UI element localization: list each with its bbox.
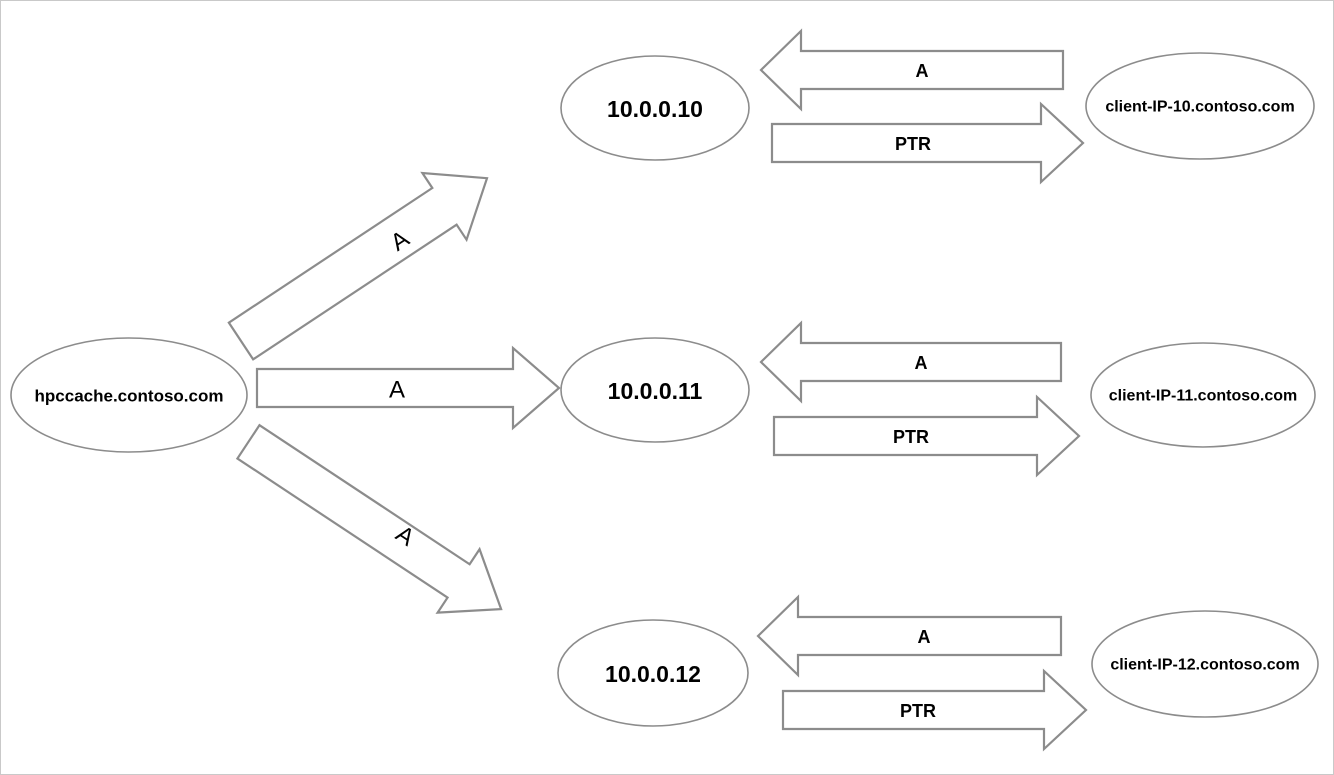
- node-10.0.0.12[interactable]: 10.0.0.12: [557, 619, 749, 727]
- arrow-client-11-to-ip-a-label: A: [915, 353, 928, 373]
- arrow-client-10-to-ip-a-label: A: [916, 61, 929, 81]
- arrow-ip-12-to-client-ptr-shape: [781, 668, 1088, 752]
- node-client-IP-12-ellipse: [1091, 610, 1319, 718]
- node-client-IP-12[interactable]: client-IP-12.contoso.com: [1091, 610, 1319, 718]
- node-hpccache-ellipse: [10, 337, 248, 453]
- node-hpccache[interactable]: hpccache.contoso.com: [10, 337, 248, 453]
- arrow-client-12-to-ip-a[interactable]: A: [756, 594, 1063, 678]
- arrow-ip-10-to-client-ptr-label: PTR: [895, 134, 931, 154]
- node-client-IP-10-label: client-IP-10.contoso.com: [1105, 99, 1294, 116]
- arrow-ip-12-to-client-ptr-label: PTR: [900, 701, 936, 721]
- node-client-IP-11-label: client-IP-11.contoso.com: [1109, 388, 1297, 405]
- node-client-IP-11[interactable]: client-IP-11.contoso.com: [1090, 342, 1316, 448]
- arrow-client-11-to-ip-a[interactable]: A: [759, 320, 1063, 404]
- arrow-client-10-to-ip-a-shape: [759, 28, 1065, 112]
- arrow-client-12-to-ip-a-label: A: [918, 627, 931, 647]
- node-hpccache-label: hpccache.contoso.com: [35, 387, 224, 406]
- arrow-source-to-10.0.0.10-shape: [227, 171, 489, 361]
- arrow-source-to-10.0.0.12-shape: [235, 423, 503, 614]
- arrow-source-to-10.0.0.12[interactable]: A: [227, 410, 522, 641]
- arrow-source-to-10.0.0.10[interactable]: A: [219, 145, 509, 375]
- arrow-source-to-10.0.0.11[interactable]: A: [255, 345, 561, 431]
- node-10.0.0.12-label: 10.0.0.12: [605, 661, 701, 687]
- arrow-ip-11-to-client-ptr-shape: [772, 394, 1081, 478]
- node-10.0.0.10-label: 10.0.0.10: [607, 96, 703, 122]
- node-client-IP-10-ellipse: [1085, 52, 1315, 160]
- node-10.0.0.10[interactable]: 10.0.0.10: [560, 55, 750, 161]
- arrow-source-to-10.0.0.11-shape: [255, 345, 561, 431]
- arrow-ip-10-to-client-ptr-shape: [770, 101, 1085, 185]
- node-10.0.0.10-ellipse: [560, 55, 750, 161]
- arrow-ip-11-to-client-ptr[interactable]: PTR: [772, 394, 1081, 478]
- node-client-IP-11-ellipse: [1090, 342, 1316, 448]
- arrow-client-11-to-ip-a-shape: [759, 320, 1063, 404]
- arrow-client-12-to-ip-a-shape: [756, 594, 1063, 678]
- arrow-client-10-to-ip-a[interactable]: A: [759, 28, 1065, 112]
- node-10.0.0.11[interactable]: 10.0.0.11: [560, 337, 750, 443]
- arrow-ip-11-to-client-ptr-label: PTR: [893, 427, 929, 447]
- arrow-ip-12-to-client-ptr[interactable]: PTR: [781, 668, 1088, 752]
- node-10.0.0.11-label: 10.0.0.11: [608, 378, 703, 404]
- arrow-ip-10-to-client-ptr[interactable]: PTR: [770, 101, 1085, 185]
- node-10.0.0.12-ellipse: [557, 619, 749, 727]
- arrow-source-to-10.0.0.11-label: A: [389, 377, 405, 404]
- node-client-IP-10[interactable]: client-IP-10.contoso.com: [1085, 52, 1315, 160]
- node-client-IP-12-label: client-IP-12.contoso.com: [1110, 657, 1299, 674]
- node-10.0.0.11-ellipse: [560, 337, 750, 443]
